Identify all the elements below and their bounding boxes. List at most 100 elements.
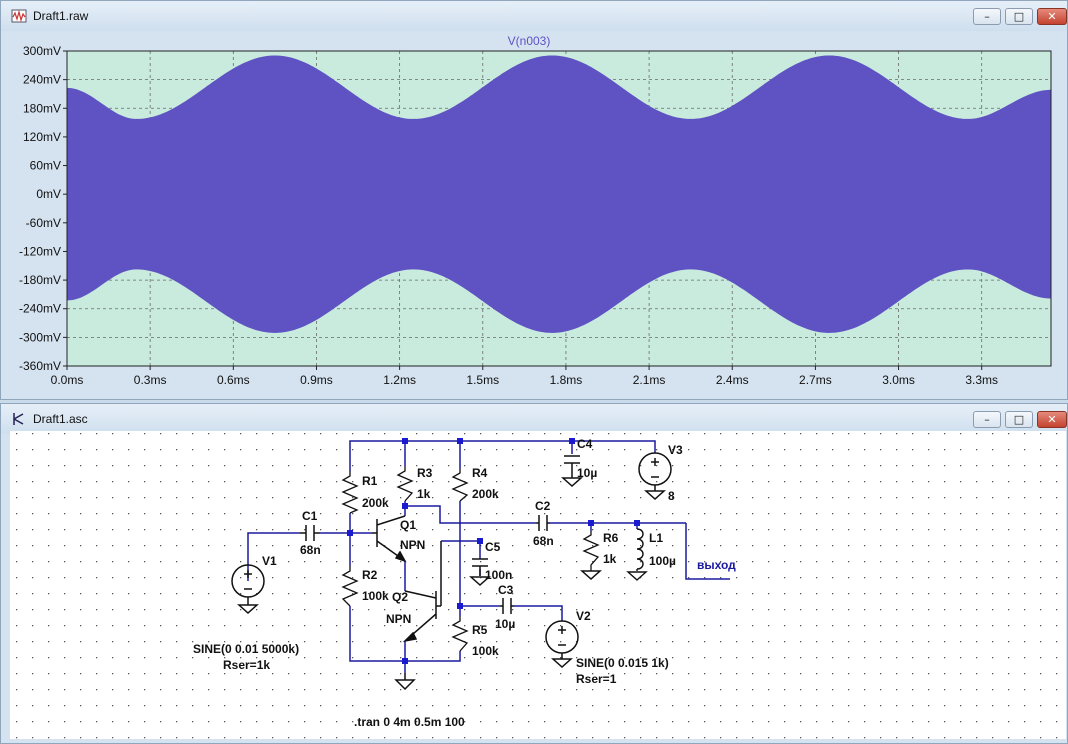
x-tick-label: 1.8ms	[550, 373, 583, 387]
r4-name: R4	[472, 466, 488, 480]
c2-name: C2	[535, 499, 551, 513]
r5-name: R5	[472, 623, 488, 637]
v2-spec: SINE(0 0.015 1k)	[576, 656, 669, 670]
y-tick-label: 60mV	[30, 159, 61, 173]
c2-value: 68n	[533, 534, 554, 548]
voltage-source-v2[interactable]	[545, 620, 579, 669]
y-tick-label: 180mV	[23, 101, 61, 115]
junctions	[347, 438, 640, 664]
v2-name: V2	[576, 609, 591, 623]
waveform-titlebar[interactable]: Draft1.raw – □ ✕	[1, 1, 1067, 31]
r2-name: R2	[362, 568, 378, 582]
waveform-file-icon	[11, 9, 27, 23]
r2-value: 100k	[362, 589, 389, 603]
c4-name: C4	[577, 437, 593, 451]
series-v-n003-envelope	[66, 55, 1052, 333]
voltage-source-v3[interactable]	[638, 452, 672, 501]
net-label-output[interactable]: выход	[697, 558, 736, 572]
r1-name: R1	[362, 474, 378, 488]
v1-rser: Rser=1k	[223, 658, 270, 672]
x-tick-label: 1.5ms	[466, 373, 499, 387]
x-tick-label: 2.4ms	[716, 373, 749, 387]
resistor-r1[interactable]	[341, 471, 359, 514]
c5-name: C5	[485, 540, 501, 554]
c5-value: 100n	[485, 568, 512, 582]
y-tick-label: -360mV	[19, 359, 61, 373]
capacitor-c3[interactable]	[500, 598, 514, 614]
schematic-close-button[interactable]: ✕	[1037, 411, 1067, 428]
waveform-minimize-button[interactable]: –	[973, 8, 1001, 25]
schematic-maximize-button[interactable]: □	[1005, 411, 1033, 428]
y-tick-label: -240mV	[19, 302, 61, 316]
v2-rser: Rser=1	[576, 672, 617, 686]
waveform-maximize-button[interactable]: □	[1005, 8, 1033, 25]
v3-name: V3	[668, 443, 683, 457]
inductor-l1[interactable]	[626, 528, 648, 581]
c1-value: 68n	[300, 543, 321, 557]
x-tick-label: 1.2ms	[383, 373, 416, 387]
r3-name: R3	[417, 466, 433, 480]
waveform-window-title: Draft1.raw	[33, 9, 89, 23]
schematic-file-icon	[13, 413, 24, 425]
l1-name: L1	[649, 531, 663, 545]
c4-value: 10µ	[577, 466, 597, 480]
capacitor-c4[interactable]	[561, 455, 583, 488]
waveform-close-button[interactable]: ✕	[1037, 8, 1067, 25]
wires	[247, 440, 730, 673]
c3-name: C3	[498, 583, 514, 597]
resistor-r5[interactable]	[451, 616, 469, 652]
x-tick-label: 0.0ms	[51, 373, 84, 387]
tran-directive[interactable]: .tran 0 4m 0.5m 100	[354, 715, 465, 729]
y-tick-label: -120mV	[19, 244, 61, 258]
y-tick-label: 300mV	[23, 44, 61, 58]
r5-value: 100k	[472, 644, 499, 658]
voltage-source-v1[interactable]	[231, 564, 265, 615]
ground-symbol	[394, 673, 416, 691]
y-tick-label: 0mV	[36, 187, 61, 201]
c1-name: C1	[302, 509, 318, 523]
capacitor-c5[interactable]	[469, 558, 491, 587]
resistor-r3[interactable]	[396, 466, 414, 502]
y-tick-label: -60mV	[26, 216, 61, 230]
q1-type: NPN	[400, 538, 425, 552]
r4-value: 200k	[472, 487, 499, 501]
x-tick-label: 0.9ms	[300, 373, 333, 387]
x-tick-label: 3.3ms	[965, 373, 998, 387]
q1-name: Q1	[400, 518, 416, 532]
schematic-titlebar[interactable]: Draft1.asc – □ ✕	[1, 404, 1067, 434]
x-tick-label: 0.6ms	[217, 373, 250, 387]
x-tick-label: 2.7ms	[799, 373, 832, 387]
ground-symbol-r6	[580, 570, 602, 581]
x-tick-label: 3.0ms	[882, 373, 915, 387]
schematic-minimize-button[interactable]: –	[973, 411, 1001, 428]
q2-name: Q2	[392, 590, 408, 604]
trace-label[interactable]: V(n003)	[508, 34, 551, 48]
resistor-r4[interactable]	[451, 469, 469, 502]
y-tick-label: 120mV	[23, 130, 61, 144]
r6-value: 1k	[603, 552, 617, 566]
resistor-r6[interactable]	[582, 531, 600, 571]
capacitor-c1[interactable]	[300, 525, 320, 541]
schematic-window: Draft1.asc – □ ✕	[0, 403, 1068, 744]
schematic-canvas[interactable]: R1 200k R2 100k R3 1k R4 200k R5 100k R6…	[10, 431, 1066, 739]
transistor-q2[interactable]	[402, 541, 442, 643]
x-tick-label: 2.1ms	[633, 373, 666, 387]
r3-value: 1k	[417, 487, 431, 501]
l1-value: 100µ	[649, 554, 676, 568]
transistor-q1[interactable]	[372, 515, 407, 563]
v1-spec: SINE(0 0.01 5000k)	[193, 642, 299, 656]
schematic-grid	[10, 431, 1066, 739]
resistor-r2[interactable]	[341, 566, 359, 607]
y-tick-label: -300mV	[19, 330, 61, 344]
r1-value: 200k	[362, 496, 389, 510]
capacitor-c2[interactable]	[536, 515, 550, 531]
plot-border	[66, 50, 1052, 367]
y-tick-label: 240mV	[23, 73, 61, 87]
r6-name: R6	[603, 531, 619, 545]
v1-name: V1	[262, 554, 277, 568]
c3-value: 10µ	[495, 617, 515, 631]
schematic-window-title: Draft1.asc	[33, 412, 88, 426]
q2-type: NPN	[386, 612, 411, 626]
